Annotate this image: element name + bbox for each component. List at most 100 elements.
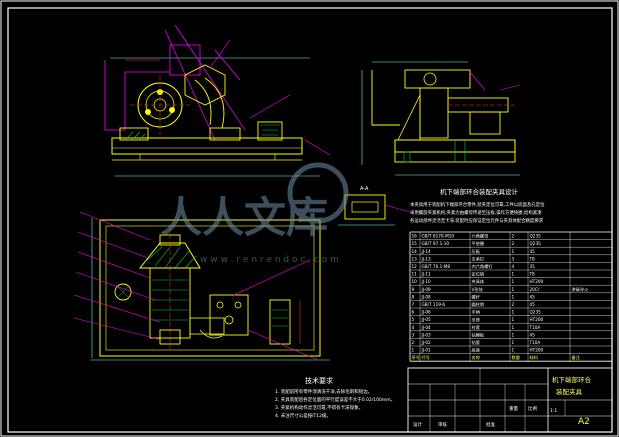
bom-header-material: 材料 (530, 354, 539, 361)
bom-cell-code: JJ-13 (421, 256, 431, 261)
bom-cell-qty: 1 (512, 348, 515, 353)
bom-cell-name: 底座 (472, 347, 480, 354)
bom-cell-code: GB/T 97.1-10 (422, 241, 450, 246)
plan-view (73, 211, 330, 361)
bom-cell-code: GB/T 70.1-M8 (422, 264, 451, 269)
watermark: 人人文库 w w w . r e n r e n d o c . c o m (160, 162, 349, 265)
bom-cell-qty: 2 (512, 302, 515, 307)
bom-cell-material: 45 (530, 332, 536, 337)
drawing-scale: 1:1 (550, 408, 557, 414)
bom-cell-material: HT200 (530, 317, 544, 322)
inner-frame (7, 7, 613, 433)
bom-cell-code: JJ-04 (421, 325, 431, 330)
bom-cell-name: 螺杆 (472, 293, 481, 300)
bom-cell-material: Q235 (530, 234, 542, 239)
bom-cell-material: 45 (530, 294, 536, 299)
bom-header-seq: 序号 (412, 354, 420, 361)
bom-cell-code: JJ-14 (421, 249, 431, 254)
bom-cell-name: 支座 (472, 316, 480, 323)
section-view: A-A (338, 186, 411, 226)
bom-cell-name: 手柄 (472, 309, 480, 316)
design-heading: 机下端部环合装配夹具设计 (440, 187, 519, 196)
bom-cell-code: GB/T 119-6 (422, 302, 446, 307)
bom-cell-qty: 2 (512, 234, 515, 239)
bom-cell-seq: 14 (412, 249, 418, 254)
bom-header-qty: 数量 (512, 354, 520, 361)
bom-cell-seq: 5 (412, 317, 415, 322)
bom-header-note: 备注 (572, 354, 581, 361)
watermark-text: 人人文库 (160, 193, 328, 242)
bom-cell-name: 内六角螺钉 (472, 263, 494, 270)
bom-cell-qty: 1 (512, 325, 515, 330)
bom-cell-code: JJ-01 (421, 348, 431, 353)
bom-cell-material: HT200 (530, 348, 544, 353)
bom-cell-seq: 15 (412, 241, 418, 246)
bom-cell-seq: 12 (412, 264, 418, 269)
bom-cell-qty: 1 (512, 332, 515, 337)
bom-cell-qty: 1 (512, 272, 515, 277)
bom-cell-name: V形块 (472, 286, 484, 293)
bom-cell-qty: 1 (512, 287, 515, 292)
bom-cell-qty: 3 (512, 256, 515, 261)
bom-cell-name: 压板 (472, 248, 481, 255)
tech-item-4: 4. 未注尺寸公差按IT12级。 (275, 412, 331, 419)
bom-cell-seq: 3 (412, 332, 415, 337)
bom-cell-code: JJ-11 (421, 272, 431, 277)
cell-weight: 重量 (509, 405, 518, 412)
bom-cell-code: JJ-08 (421, 294, 431, 299)
design-note-3: 各运动部件灵活无卡滞,装配时应保证定位元件与夹具体配合精度要求 (410, 217, 544, 224)
bom-cell-qty: 1 (512, 340, 515, 345)
bom-cell-seq: 4 (412, 325, 415, 330)
title-block: 设计 审核 批准 重量 比例 机下端部环合 装配夹具 1:1 A2 (407, 367, 613, 433)
bom-header-code: 代号 (422, 354, 430, 361)
side-view (361, 61, 521, 176)
tech-heading: 技术要求 (305, 376, 333, 385)
bom-header-name: 名称 (472, 354, 480, 361)
bom-cell-qty: 1 (512, 310, 515, 315)
cell-ratio: 比例 (528, 405, 537, 412)
section-label: A-A (360, 186, 369, 192)
bom-cell-seq: 1 (412, 348, 415, 353)
bom-cell-material: 45 (530, 249, 536, 254)
bom-cell-name: 支承钉 (472, 255, 485, 262)
watermark-url: w w w . r e n r e n d o c . c o m (200, 255, 339, 265)
bom-cell-name: 平垫圈 (472, 240, 485, 247)
bom-cell-name: 圆柱销 (472, 301, 485, 308)
bom-cell-code: JJ-10 (421, 279, 431, 284)
bom-cell-name: 六角螺母 (472, 233, 489, 240)
bom-cell-qty: 1 (512, 249, 515, 254)
bom-cell-material: Q235 (530, 310, 542, 315)
bom-cell-qty: 1 (512, 317, 515, 322)
bom-cell-material: T8 (529, 256, 536, 261)
bom-cell-code: JJ-02 (421, 340, 431, 345)
cell-check: 审核 (438, 421, 447, 428)
tech-item-3: 3. 夹紧机构动作灵活可靠,不得有卡滞现象。 (275, 404, 363, 411)
bom-cell-material: 45 (530, 302, 536, 307)
bom-cell-seq: 7 (412, 302, 415, 307)
bom-cell-seq: 8 (412, 294, 415, 299)
bom-cell-material: T8 (529, 272, 536, 277)
bom-cell-name: 夹具体 (472, 278, 485, 285)
drawing-title-line1: 机下端部环合 (552, 375, 592, 384)
bom-cell-qty: 2 (512, 241, 515, 246)
bom-cell-seq: 13 (412, 256, 418, 261)
tech-requirements: 技术要求 1. 装配前所有零件须清洗干净,去除毛刺和锐边。 2. 夹具装配后各定… (275, 376, 395, 419)
tech-item-1: 1. 装配前所有零件须清洗干净,去除毛刺和锐边。 (275, 388, 372, 395)
sheet-size: A2 (578, 417, 590, 427)
bom-cell-seq: 11 (412, 272, 418, 277)
bom-cell-qty: 1 (512, 279, 515, 284)
cell-design: 设计 (413, 421, 422, 428)
bom-cell-code: JJ-06 (421, 310, 431, 315)
bom-cell-material: 20Cr (530, 287, 540, 292)
bom-cell-material: HT200 (530, 279, 544, 284)
bom-cell-qty: 1 (512, 294, 515, 299)
bom-cell-seq: 9 (412, 287, 415, 292)
bom-cell-code: JJ-03 (421, 332, 431, 337)
bom-cell-seq: 2 (412, 340, 415, 345)
bom-cell-name: 钻模板 (472, 331, 485, 338)
bom-cell-material: T10A (529, 325, 541, 330)
